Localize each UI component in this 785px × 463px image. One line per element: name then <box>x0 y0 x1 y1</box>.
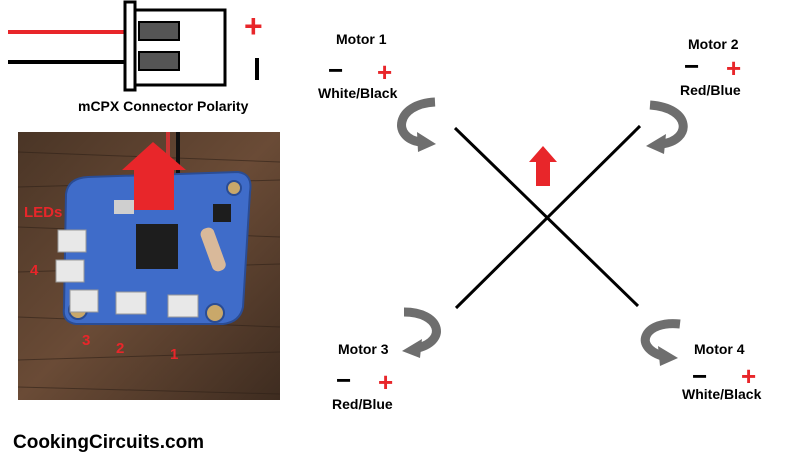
motor4-label: Motor 4 <box>694 341 745 357</box>
motor4-plus: + <box>741 361 757 391</box>
leds-label: LEDs <box>24 204 63 221</box>
mount-hole <box>205 303 225 323</box>
motor2-minus: − <box>684 51 700 81</box>
pcb-chip <box>136 224 178 269</box>
motor1-minus: − <box>328 55 344 85</box>
motor3-label: Motor 3 <box>338 341 389 357</box>
motor1-label: Motor 1 <box>336 31 387 47</box>
pcb-chip-small <box>213 204 231 222</box>
motor2-plus: + <box>726 53 742 83</box>
motor2-wires: Red/Blue <box>680 82 741 98</box>
motor1-wires: White/Black <box>318 85 398 101</box>
pcb-connectors <box>55 229 199 318</box>
connector-diagram <box>8 0 227 92</box>
mount-hole <box>226 180 242 196</box>
pcb-crystal <box>114 200 134 214</box>
port-label-1: 1 <box>170 346 179 363</box>
pcb-resistor <box>200 227 226 272</box>
connector-pin-top <box>138 21 180 41</box>
motor3-plus: + <box>378 367 394 397</box>
forward-arrow <box>529 146 557 186</box>
motor4-rotation-arrow <box>640 319 681 366</box>
connector-plus: + <box>244 8 263 44</box>
connector-pin-bottom <box>138 51 180 71</box>
connector-minus: - <box>255 58 259 80</box>
quad-frame <box>397 97 688 366</box>
board-photo <box>18 132 280 400</box>
connector-title: mCPX Connector Polarity <box>78 98 249 114</box>
motor4-wires: White/Black <box>682 386 762 402</box>
frame-arm-b <box>454 124 642 310</box>
port-label-2: 2 <box>116 340 125 357</box>
motor1-rotation-arrow <box>397 97 436 152</box>
port-label-4: 4 <box>30 262 39 279</box>
motor3-wires: Red/Blue <box>332 396 393 412</box>
site-credit: CookingCircuits.com <box>13 432 205 453</box>
motor2-rotation-arrow <box>646 100 688 154</box>
port-label-3: 3 <box>82 332 91 349</box>
motor1-plus: + <box>377 57 393 87</box>
board-up-arrow <box>122 142 186 210</box>
motor2-label: Motor 2 <box>688 36 739 52</box>
motor4-minus: − <box>692 361 708 391</box>
motor3-minus: − <box>336 365 352 395</box>
motor3-rotation-arrow <box>402 307 441 358</box>
